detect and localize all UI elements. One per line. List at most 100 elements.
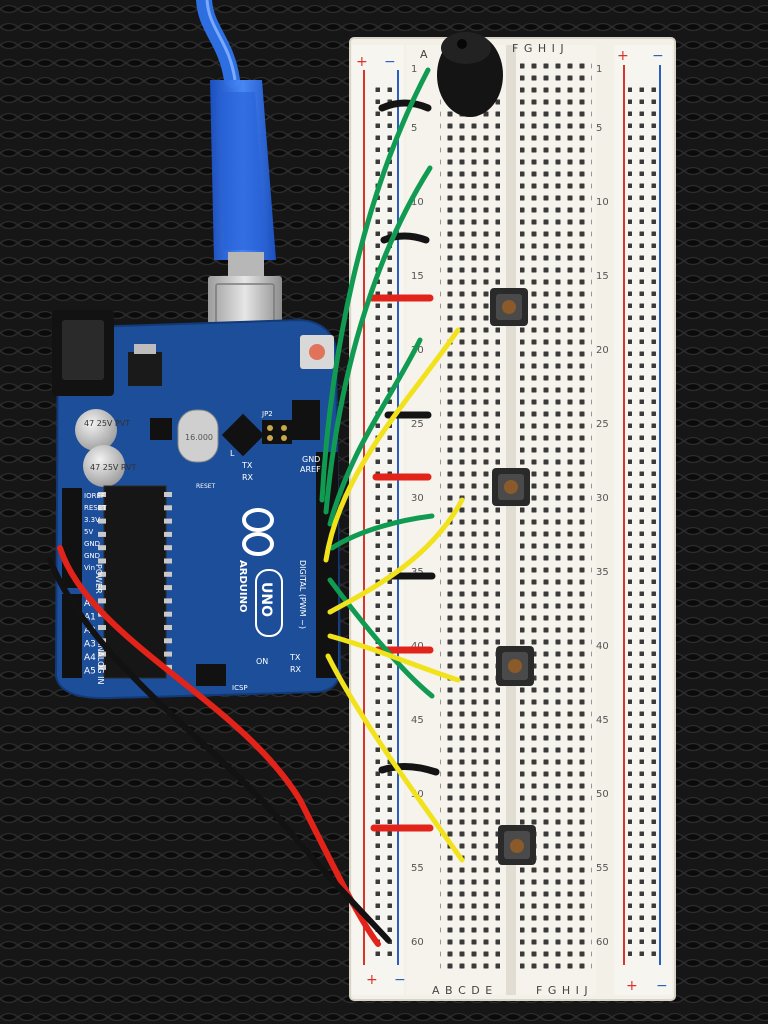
column-letters-bottom-right: F G H I J [536, 984, 589, 997]
row-number-left: 55 [411, 863, 424, 874]
power-pin-label: Vin [84, 564, 95, 572]
smd-chip-a [150, 418, 172, 440]
column-letters-bottom-left: A B C D E [432, 984, 493, 997]
row-number-right: 55 [596, 863, 609, 874]
icsp-label: ICSP [232, 684, 248, 692]
icsp-header-bottom [196, 664, 226, 686]
chip-pin-left [98, 664, 106, 670]
row-number-left: 15 [411, 271, 424, 282]
voltage-regulator [128, 352, 162, 386]
row-number-right: 10 [596, 197, 609, 208]
center-channel [506, 45, 516, 995]
row-number-right: 30 [596, 493, 609, 504]
row-number-left: 10 [411, 197, 424, 208]
rail-minus-bottom-left: − [394, 972, 406, 988]
crystal-label: 16.000 [185, 433, 213, 442]
uno-badge [255, 569, 283, 637]
tx-led-label: TX [241, 461, 253, 470]
uno-model-text: UNO [258, 582, 274, 617]
row-number-right: 60 [596, 937, 609, 948]
power-pin-label: GND [84, 552, 100, 560]
crystal-oscillator [177, 409, 219, 463]
green-wire-3 [327, 337, 423, 527]
chip-pin-left [98, 545, 106, 551]
chip-pin-right [164, 558, 172, 564]
row-number-left: 60 [411, 937, 424, 948]
arduino-uno-board: 47 25V PVT 47 25V RVT 16.000 JP2 IOREFRE… [52, 310, 342, 700]
green-wire-4 [329, 513, 435, 551]
row-number-left: 30 [411, 493, 424, 504]
breadboard: + − + − + − + − A F G H I J A B C D E F … [349, 37, 676, 1001]
column-letters-top-right: F G H I J [512, 42, 565, 55]
chip-pin-right [164, 505, 172, 511]
analog-header [62, 594, 82, 678]
power-section-label: POWER [94, 564, 103, 594]
row-number-right: 1 [596, 64, 602, 75]
arduino-brand-text: ARDUINO [237, 560, 248, 612]
chip-pin-right [164, 651, 172, 657]
chip-pin-left [98, 585, 106, 591]
row-number-right: 40 [596, 641, 609, 652]
chip-pin-left [98, 625, 106, 630]
analog-pin-label: A4 [84, 653, 96, 663]
row-number-left: 1 [411, 64, 417, 75]
green-wire-buzzer [319, 67, 431, 503]
on-led-label: ON [256, 657, 268, 666]
chip-pin-left [98, 531, 106, 537]
capacitor-1 [75, 409, 117, 451]
digital-section-label: DIGITAL (PWM ~) [298, 560, 307, 629]
row-number-right: 50 [596, 789, 609, 800]
push-button-1 [490, 288, 528, 326]
chip-pin-right [164, 518, 172, 524]
icsp-header-top [292, 400, 320, 440]
arduino-infinity-logo [242, 508, 274, 556]
chip-pin-right [164, 571, 172, 577]
row-number-right: 45 [596, 715, 609, 726]
jp2-label: JP2 [261, 410, 273, 418]
chip-pin-left [98, 651, 106, 657]
chip-pin-right [164, 545, 172, 551]
chip-pin-left [98, 598, 106, 604]
row-number-left: 25 [411, 419, 424, 430]
rx-pin-label: RX [290, 665, 302, 674]
capacitor-2-label: 47 25V RVT [90, 463, 137, 472]
chip-pin-right [164, 638, 172, 644]
buzzer [437, 32, 503, 117]
chip-pin-left [98, 492, 106, 497]
row-number-right: 20 [596, 345, 609, 356]
chip-pin-left [98, 505, 106, 511]
chip-pin-right [164, 492, 172, 497]
rail-minus-top-left: − [384, 54, 396, 70]
power-pin-label: 3.3V [84, 516, 100, 524]
gnd-digital-label: GND [302, 455, 320, 464]
analog-section-label: ANALOG IN [96, 640, 105, 685]
rail-plus-bottom-right: + [626, 978, 638, 994]
push-button-2 [492, 468, 530, 506]
row-number-right: 5 [596, 123, 602, 134]
capacitor-2 [83, 445, 125, 487]
power-pin-label: GND [84, 540, 100, 548]
row-number-left: 20 [411, 345, 424, 356]
tx-pin-label: TX [289, 653, 301, 662]
chip-pin-right [164, 585, 172, 591]
analog-pin-label: A3 [84, 640, 96, 650]
row-number-left: 5 [411, 123, 417, 134]
analog-pin-label: A1 [84, 613, 96, 623]
chip-pin-right [164, 531, 172, 537]
power-pin-label: 5V [84, 528, 93, 536]
chip-pin-left [98, 518, 106, 524]
push-button-3 [496, 646, 534, 686]
yellow-wire-3 [327, 633, 461, 683]
rx-led-label: RX [242, 473, 254, 482]
power-pin-label: RESET [84, 504, 107, 512]
analog-pin-label: A5 [84, 667, 96, 677]
push-button-4 [498, 825, 536, 865]
jp2-header [262, 420, 292, 444]
chip-pin-right [164, 598, 172, 604]
green-wire-2 [323, 165, 433, 515]
rail-minus-bottom-right: − [656, 978, 668, 994]
rail-minus-top-right: − [652, 48, 664, 64]
